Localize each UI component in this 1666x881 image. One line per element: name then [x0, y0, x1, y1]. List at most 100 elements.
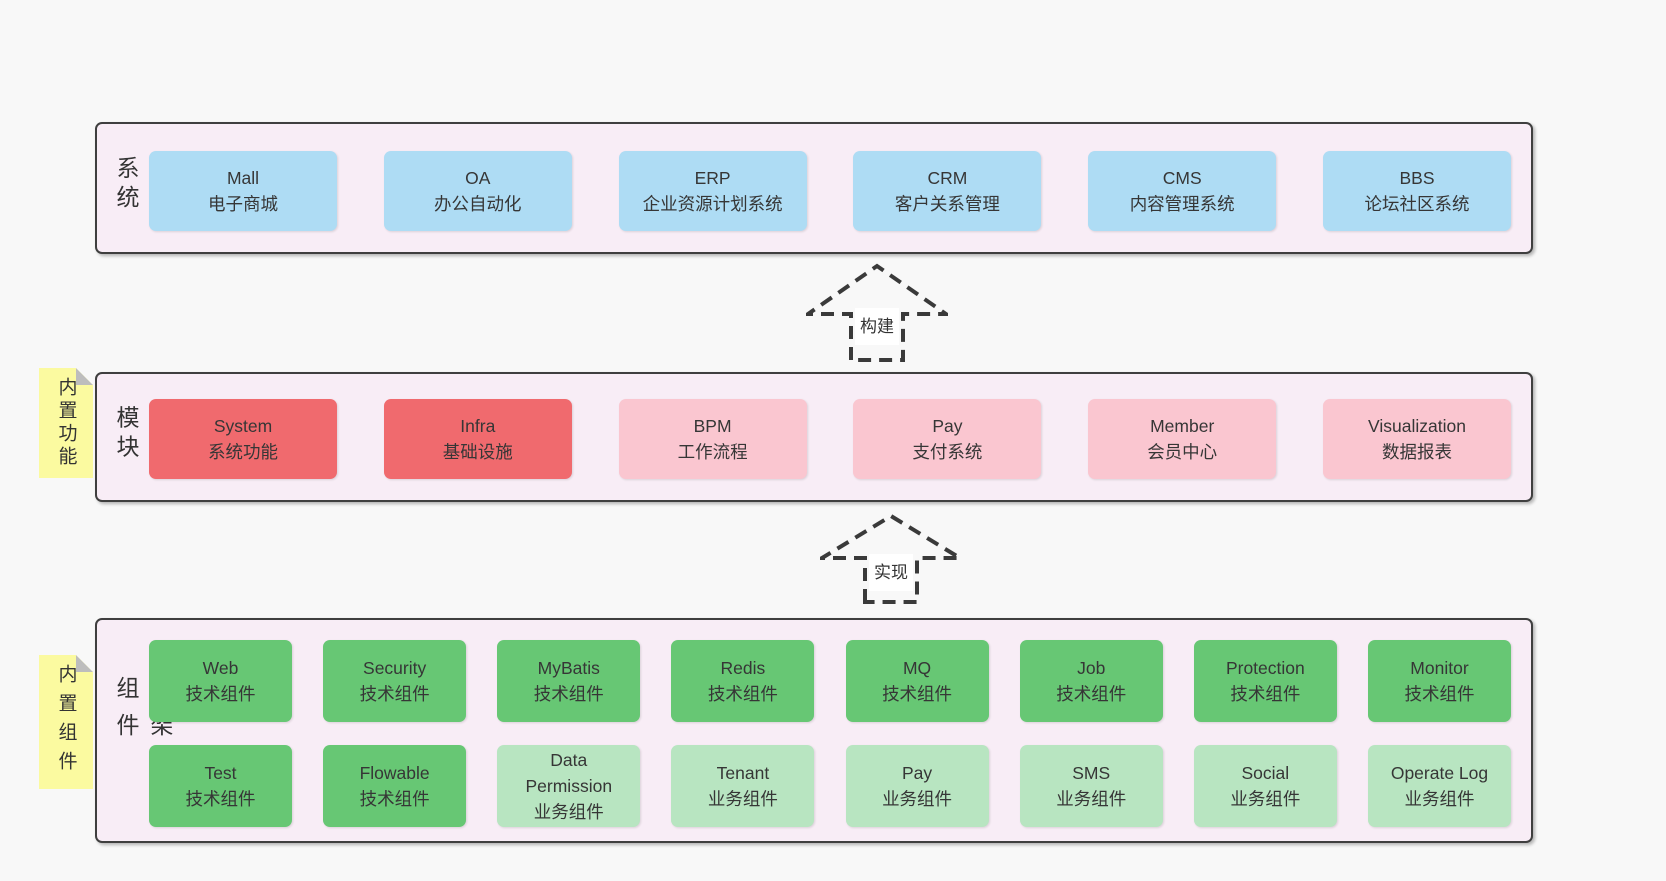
node-flowable: Flowable 技术组件	[323, 745, 467, 827]
node-mybatis: MyBatis 技术组件	[497, 640, 641, 722]
node-name: OA	[465, 167, 491, 188]
node-desc: 技术组件	[1056, 684, 1127, 704]
node-name: ERP	[694, 167, 731, 188]
sticky-note-builtin-functions: 内置功能	[39, 368, 93, 478]
node-desc: 支付系统	[912, 442, 983, 462]
node-system: System 系统功能	[149, 399, 337, 479]
node-desc: 业务组件	[533, 802, 604, 823]
node-desc: 工作流程	[677, 442, 748, 462]
node-name: System	[213, 415, 273, 436]
node-social: Social 业务组件	[1193, 745, 1337, 827]
up-arrow-icon	[820, 513, 962, 604]
framework-components-row-2: Test 技术组件 Flowable 技术组件 Data Permission …	[149, 745, 1511, 827]
node-desc: 技术组件	[185, 684, 256, 704]
node-desc: 办公自动化	[434, 194, 522, 214]
node-name: Security	[363, 657, 427, 678]
node-name: Protection	[1225, 657, 1305, 678]
up-arrow-icon	[806, 263, 948, 362]
build-arrow-label: 构建	[855, 308, 899, 345]
node-desc: 论坛社区系统	[1364, 194, 1470, 214]
node-desc: 会员中心	[1147, 442, 1218, 462]
node-protection: Protection 技术组件	[1193, 640, 1337, 722]
node-monitor: Monitor 技术组件	[1367, 640, 1511, 722]
node-name: Mall	[226, 167, 260, 188]
node-desc: 业务组件	[882, 789, 953, 809]
node-desc: 企业资源计划系统	[642, 194, 783, 214]
sticky-note-builtin-components: 内置组件	[39, 655, 93, 789]
node-bbs: BBS 论坛社区系统	[1322, 151, 1511, 231]
node-visualization: Visualization 数据报表	[1322, 399, 1511, 479]
node-cms: CMS 内容管理系统	[1088, 151, 1277, 231]
node-desc: 业务组件	[1404, 789, 1475, 809]
node-bpm: BPM 工作流程	[618, 399, 807, 479]
node-name: Flowable	[359, 762, 430, 783]
business-systems-row: Mall 电子商城 OA 办公自动化 ERP 企业资源计划系统 CRM 客户关系…	[149, 151, 1511, 231]
node-name: Pay	[901, 762, 933, 783]
layer-business-systems: 业务系统 Mall 电子商城 OA 办公自动化 ERP 企业资源计划系统 CRM…	[95, 122, 1533, 254]
node-tenant: Tenant 业务组件	[671, 745, 815, 827]
node-desc: 技术组件	[359, 684, 430, 704]
node-desc: 技术组件	[359, 789, 430, 809]
layer-common-modules: 通用模块 System 系统功能 Infra 基础设施 BPM 工作流程 Pay…	[95, 372, 1533, 502]
node-erp: ERP 企业资源计划系统	[618, 151, 807, 231]
node-desc: 客户关系管理	[894, 194, 1000, 214]
node-name: Pay	[932, 415, 963, 436]
node-name: Web	[202, 657, 239, 678]
node-desc: 业务组件	[707, 789, 778, 809]
node-mall: Mall 电子商城	[149, 151, 337, 231]
node-name: BPM	[693, 415, 732, 436]
node-operate-log: Operate Log 业务组件	[1367, 745, 1511, 827]
node-name: MyBatis	[537, 657, 600, 678]
node-pay: Pay 支付系统	[853, 399, 1042, 479]
node-name: Social	[1241, 762, 1290, 783]
node-desc: 系统功能	[208, 442, 278, 462]
node-web: Web 技术组件	[149, 640, 292, 722]
node-name: Operate Log	[1390, 762, 1489, 783]
node-sms: SMS 业务组件	[1019, 745, 1163, 827]
common-modules-row: System 系统功能 Infra 基础设施 BPM 工作流程 Pay 支付系统…	[149, 399, 1511, 479]
build-arrow: 构建	[806, 262, 948, 362]
node-desc: 技术组件	[1404, 684, 1475, 704]
node-desc: 技术组件	[882, 684, 953, 704]
node-name: Redis	[720, 657, 766, 678]
node-desc: 数据报表	[1381, 442, 1452, 462]
node-pay-biz: Pay 业务组件	[845, 745, 989, 827]
folded-corner-icon	[76, 655, 93, 672]
node-name: Test	[204, 762, 237, 783]
node-desc: 技术组件	[1230, 684, 1301, 704]
node-name: Tenant	[716, 762, 770, 783]
node-redis: Redis 技术组件	[671, 640, 815, 722]
node-name: Infra	[460, 415, 496, 436]
node-job: Job 技术组件	[1019, 640, 1163, 722]
node-test: Test 技术组件	[149, 745, 292, 827]
node-oa: OA 办公自动化	[383, 151, 572, 231]
node-name: Job	[1077, 657, 1106, 678]
node-desc: 技术组件	[533, 684, 604, 704]
node-name: Data Permission	[525, 749, 613, 796]
node-desc: 业务组件	[1230, 789, 1301, 809]
node-desc: 内容管理系统	[1129, 194, 1235, 214]
node-security: Security 技术组件	[323, 640, 467, 722]
node-data-permission: Data Permission 业务组件	[497, 745, 641, 827]
node-desc: 基础设施	[442, 442, 513, 462]
node-name: CMS	[1162, 167, 1202, 188]
node-member: Member 会员中心	[1088, 399, 1277, 479]
node-desc: 技术组件	[707, 684, 778, 704]
layer-framework-components: 框架组件 Web 技术组件 Security 技术组件 MyBatis 技术组件…	[95, 618, 1533, 843]
node-name: SMS	[1072, 762, 1111, 783]
node-name: Member	[1150, 415, 1215, 436]
node-name: CRM	[927, 167, 968, 188]
implement-arrow-label: 实现	[869, 554, 913, 591]
node-desc: 技术组件	[185, 789, 256, 809]
node-name: Monitor	[1410, 657, 1469, 678]
framework-components-row-1: Web 技术组件 Security 技术组件 MyBatis 技术组件 Redi…	[149, 640, 1511, 722]
node-name: Visualization	[1368, 415, 1466, 436]
node-infra: Infra 基础设施	[383, 399, 572, 479]
node-desc: 业务组件	[1056, 789, 1127, 809]
implement-arrow: 实现	[820, 512, 962, 604]
node-mq: MQ 技术组件	[845, 640, 989, 722]
node-desc: 电子商城	[208, 194, 278, 214]
node-name: BBS	[1399, 167, 1435, 188]
node-name: MQ	[902, 657, 932, 678]
